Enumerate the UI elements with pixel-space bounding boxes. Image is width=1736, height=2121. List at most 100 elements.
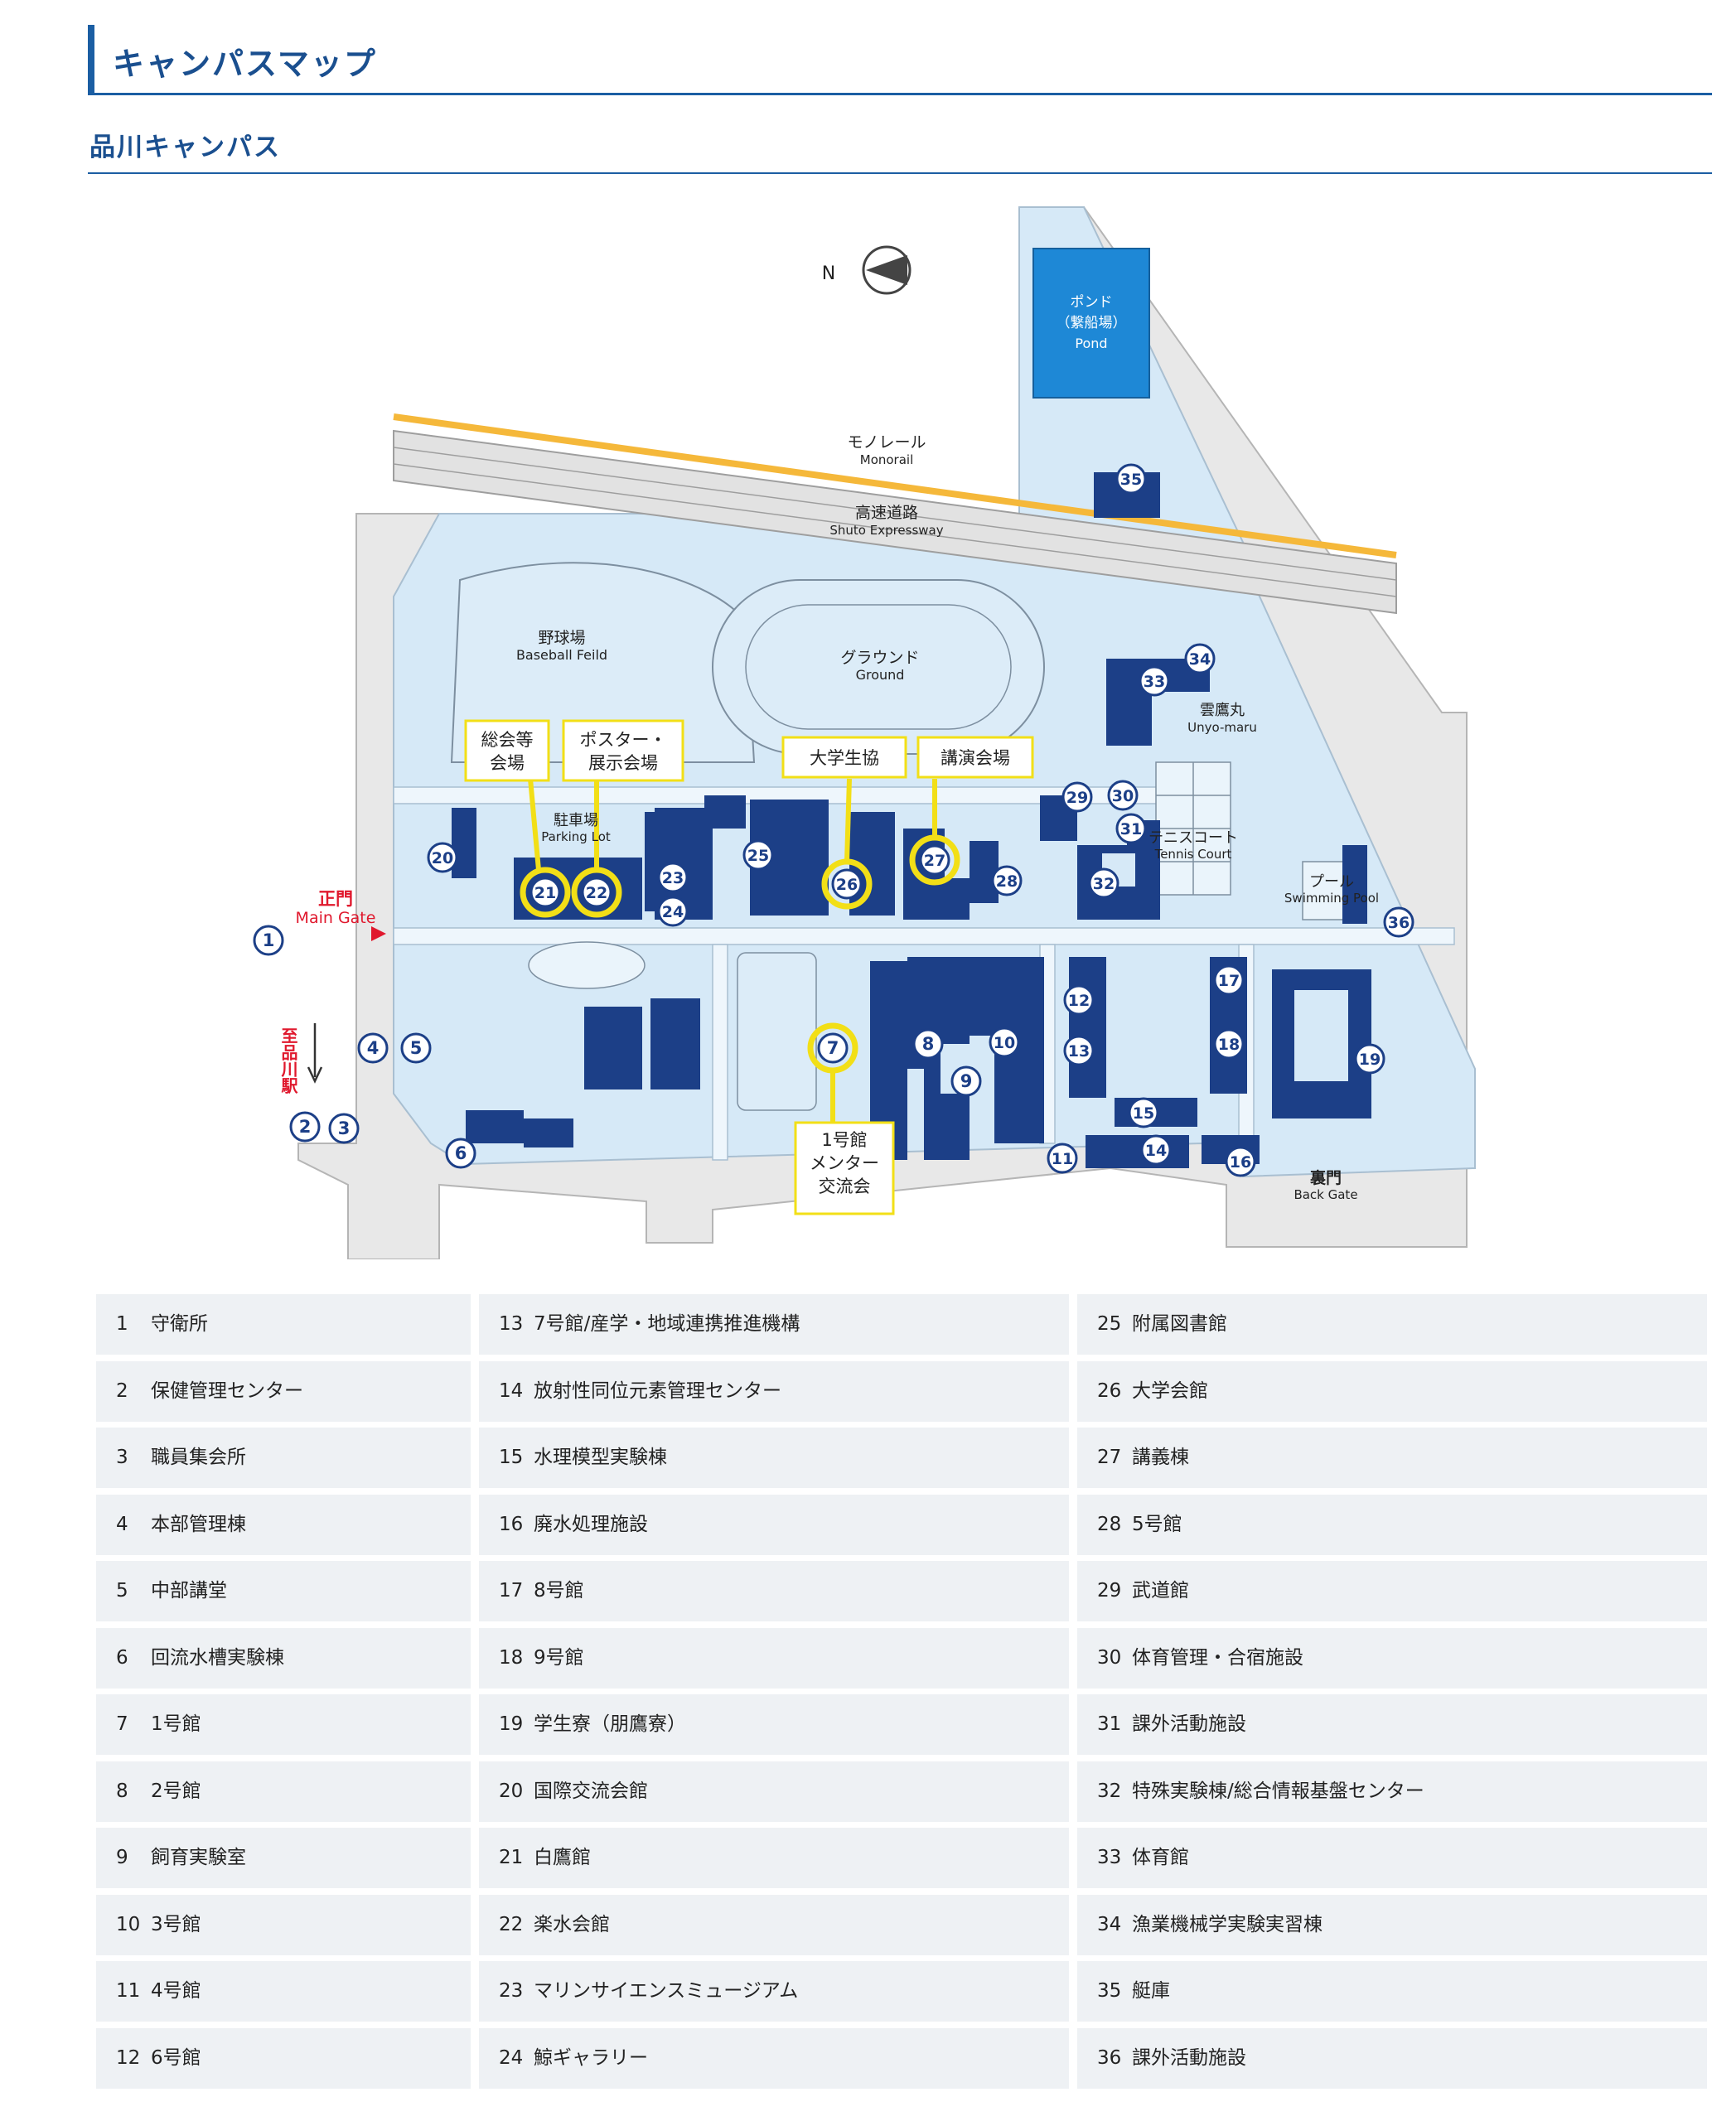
building-marker-number: 8 (922, 1034, 935, 1054)
building-marker-number: 15 (1133, 1104, 1154, 1123)
building-marker-circle (950, 1065, 982, 1097)
building-marker-number: 18 (1218, 1036, 1240, 1054)
legend-item-number: 27 (1097, 1447, 1122, 1468)
legend-item-name: 鯨ギャラリー (534, 2046, 648, 2069)
legend-item-name: 飼育実験室 (151, 1847, 246, 1868)
building-marker-number: 6 (455, 1143, 467, 1163)
building-marker-number: 34 (1189, 650, 1211, 669)
legend-item-name: 学生寮（朋鷹寮） (534, 1713, 686, 1735)
building-marker-number: 29 (1066, 789, 1088, 807)
callout-general-meeting-l2: 会場 (490, 753, 525, 773)
building-marker-23: 23 (657, 862, 689, 893)
legend-item-number: 26 (1097, 1379, 1122, 1402)
legend-item-number: 12 (116, 2046, 141, 2069)
ground-label-jp: グラウンド (840, 649, 919, 667)
legend-item-name: 本部管理棟 (151, 1513, 246, 1535)
building-marker-24: 24 (657, 896, 689, 927)
legend-item-number: 21 (499, 1847, 524, 1868)
building-marker-circle (1088, 867, 1119, 899)
legend-item-number: 35 (1097, 1980, 1122, 2002)
building-marker-31: 31 (1115, 813, 1147, 844)
building-marker-circle (919, 844, 950, 876)
legend-item-name: 6号館 (151, 2046, 201, 2069)
building-marker-number: 11 (1052, 1150, 1073, 1168)
building-marker-circle (1063, 1035, 1095, 1066)
legend-item-name: 廃水処理施設 (534, 1513, 648, 1535)
main-gate-label-jp: 正門 (318, 889, 353, 909)
page-title: キャンパスマップ (113, 46, 377, 82)
section-heading: 品川キャンパス (88, 124, 1712, 174)
legend-item: 12 6号館 (96, 2027, 471, 2089)
building-marker-5: 5 (400, 1032, 432, 1064)
building-marker-18: 18 (1213, 1028, 1245, 1060)
legend-item-name: 放射性同位元素管理センター (534, 1379, 781, 1402)
legend-item-name: 3号館 (151, 1913, 201, 1935)
building-marker-15: 15 (1128, 1097, 1159, 1128)
building-marker-circle (1115, 813, 1147, 844)
legend-item-name: 武道館 (1132, 1580, 1189, 1602)
building-marker-22: 22 (581, 877, 612, 908)
building-marker-28: 28 (991, 865, 1023, 896)
building-marker-circle (253, 925, 284, 956)
building-marker-number: 30 (1112, 787, 1134, 805)
legend-item-name: 体育管理・合宿施設 (1132, 1646, 1303, 1669)
legend-item-number: 9 (116, 1847, 128, 1868)
building-marker-27: 27 (919, 844, 950, 876)
page-heading: キャンパスマップ (88, 25, 1712, 95)
section-title: 品川キャンパス (89, 133, 281, 162)
callout-coop: 大学生協 (810, 748, 879, 768)
legend-item-name: 職員集会所 (151, 1447, 246, 1468)
legend-item-name: 国際交流会館 (534, 1780, 648, 1802)
building-marker-number: 16 (1230, 1153, 1251, 1172)
legend-item-name: 5号館 (1132, 1513, 1182, 1535)
building-marker-number: 3 (338, 1118, 351, 1138)
legend-item-number: 16 (499, 1513, 524, 1535)
callout-leaders (528, 778, 937, 1123)
building-marker-number: 1 (263, 930, 275, 950)
north-arrow (862, 245, 912, 295)
legend-item-number: 10 (116, 1913, 141, 1935)
back-gate-label-jp: 裏門 (1309, 1168, 1342, 1187)
legend-item-name: 4号館 (151, 1980, 201, 2002)
building-marker-circle (1213, 964, 1245, 996)
legend-item-name: 体育館 (1132, 1847, 1189, 1868)
building-marker-13: 13 (1063, 1035, 1095, 1066)
legend-item-number: 1 (116, 1313, 128, 1335)
legend-item-name: 7号館/産学・地域連携推進機構 (534, 1313, 800, 1335)
legend-item-name: 艇庫 (1132, 1980, 1170, 2002)
building-marker-29: 29 (1061, 781, 1093, 813)
building-marker-number: 33 (1144, 673, 1165, 691)
building-marker-26: 26 (831, 868, 863, 900)
building-marker-12: 12 (1063, 984, 1095, 1016)
building-marker-33: 33 (1139, 665, 1170, 697)
building-marker-21: 21 (530, 877, 561, 908)
building-marker-number: 9 (960, 1071, 973, 1091)
callout-boxes (464, 719, 1034, 1215)
callout-poster-l2: 展示会場 (588, 753, 658, 773)
legend-item: 4 本部管理棟 (96, 1494, 471, 1555)
building-marker-1: 1 (253, 925, 284, 956)
pool-label-jp: プール (1309, 873, 1354, 891)
building-marker-number: 7 (827, 1038, 839, 1058)
station-label: 至品川駅 (278, 1027, 298, 1094)
building-marker-17: 17 (1213, 964, 1245, 996)
building-marker-9: 9 (950, 1065, 982, 1097)
legend-item-number: 4 (116, 1513, 128, 1535)
